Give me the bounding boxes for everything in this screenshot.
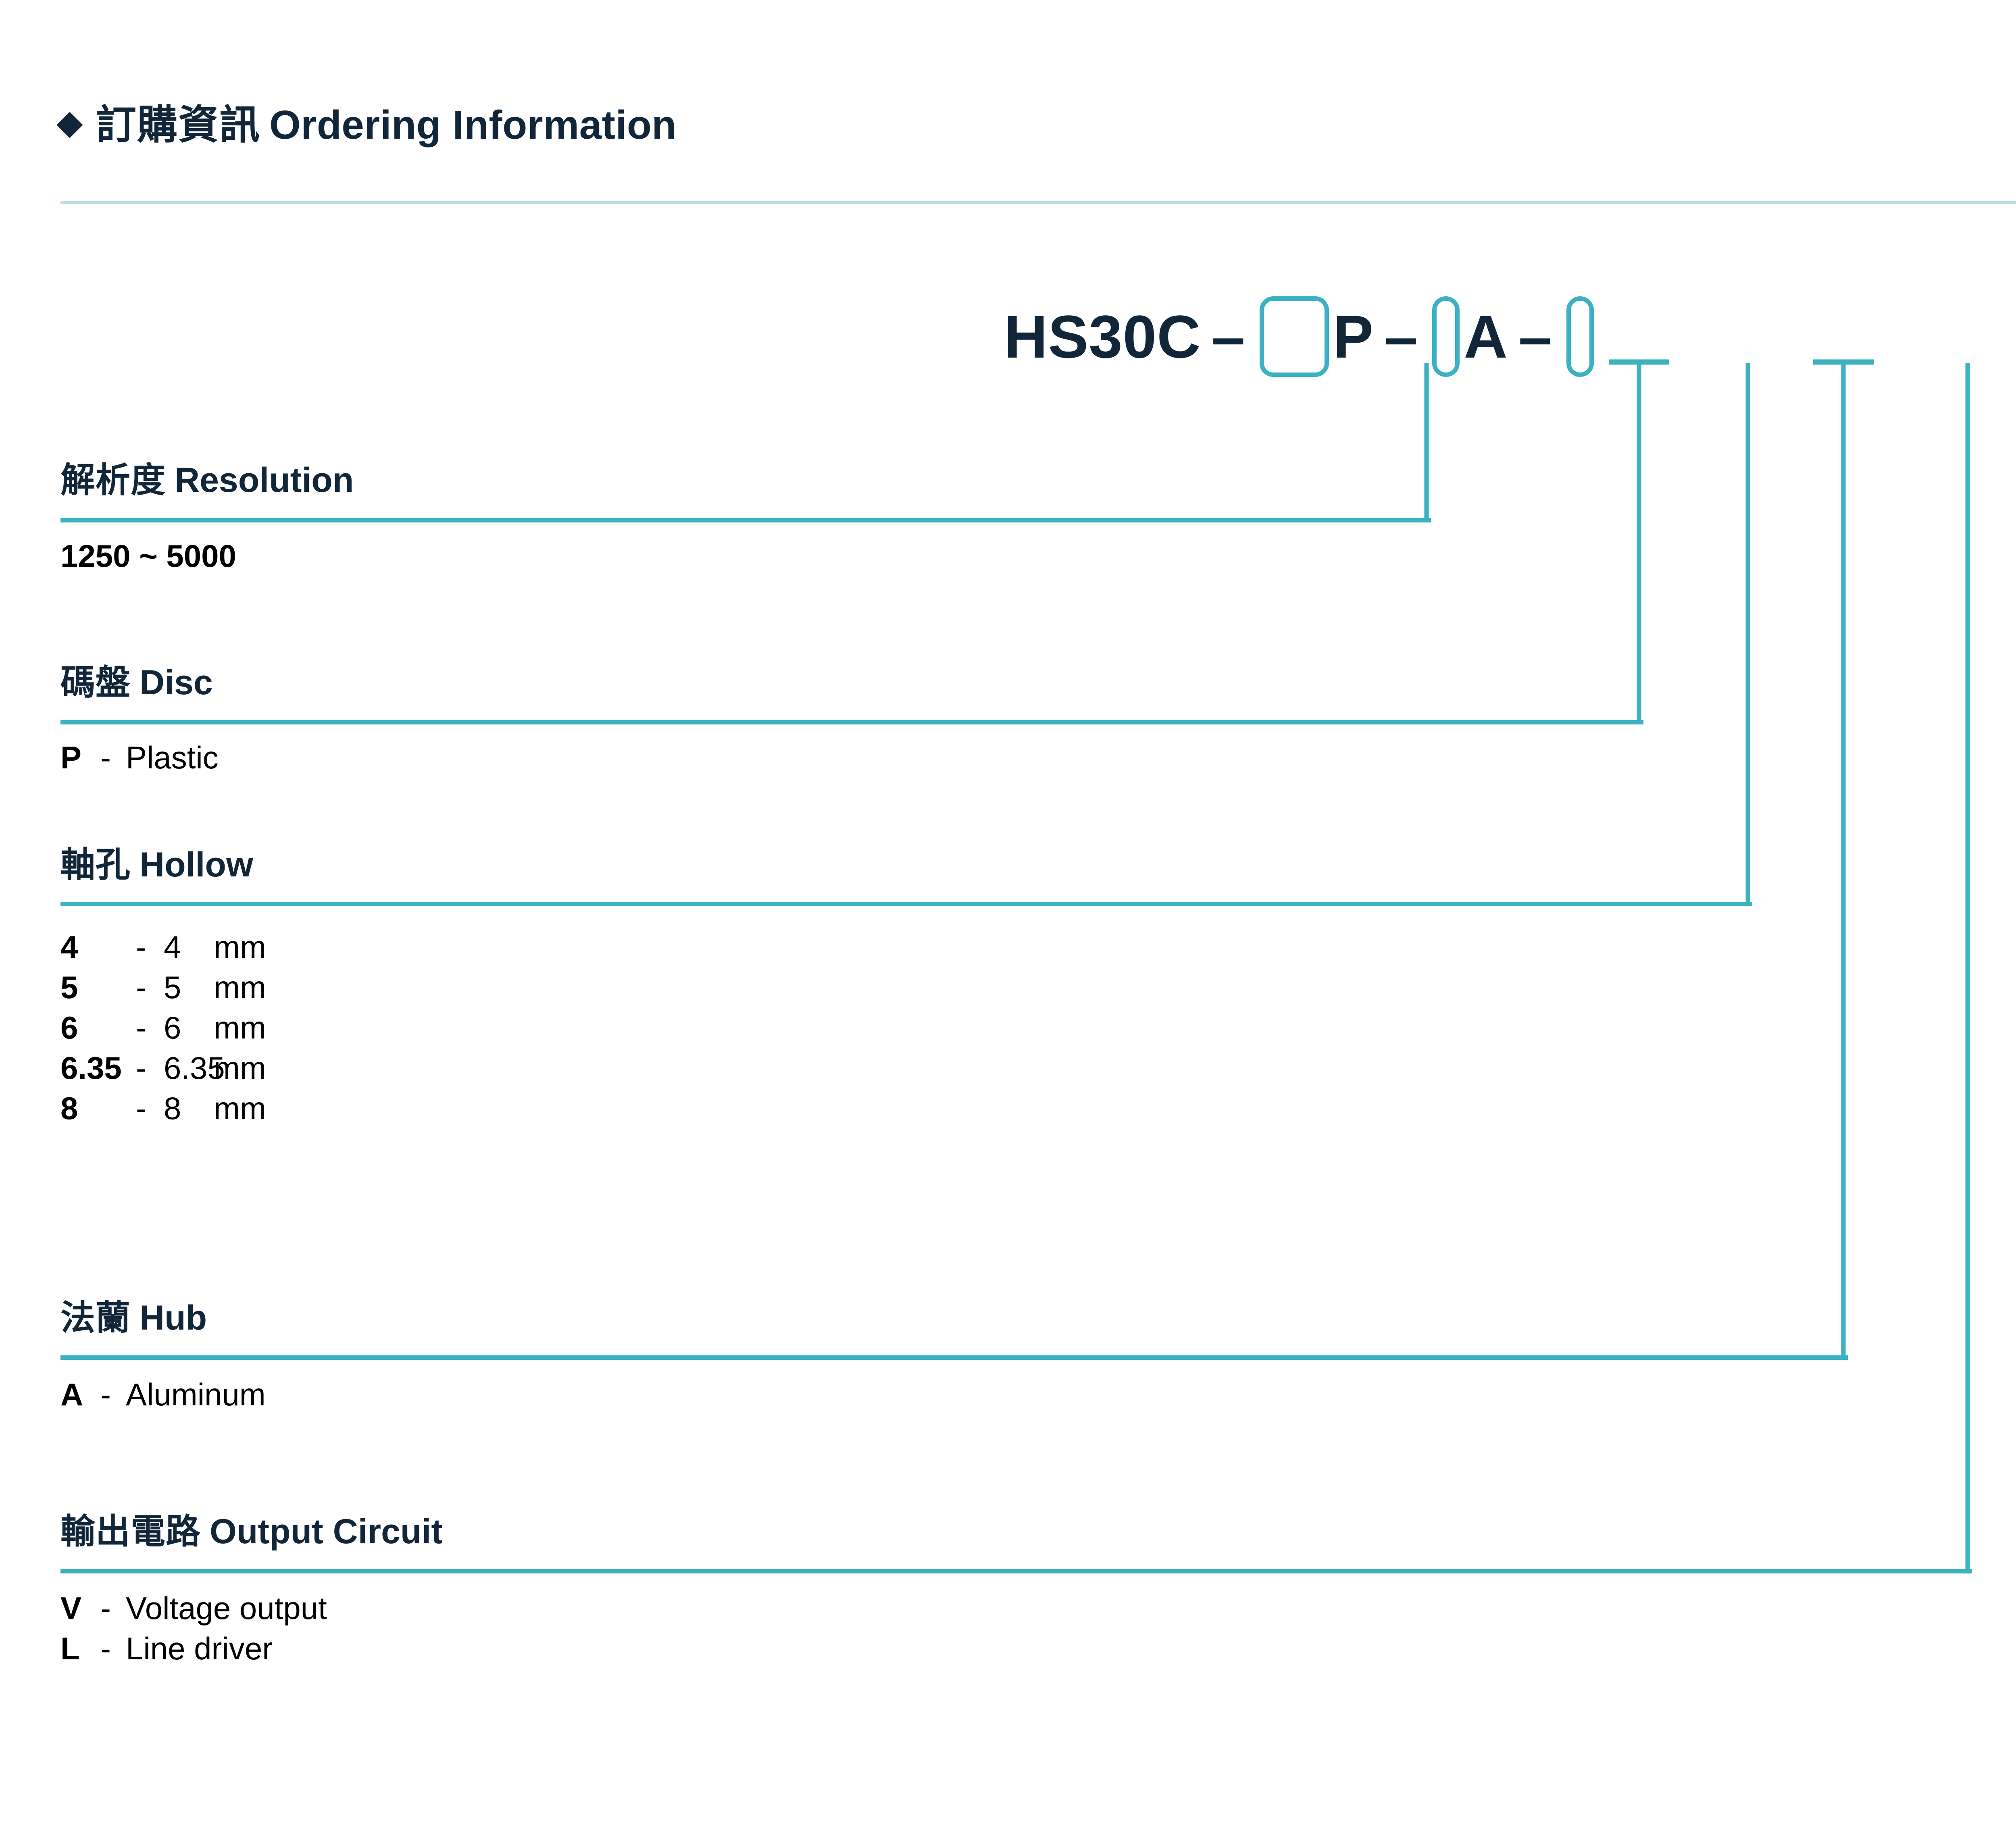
section-resolution-title-cn: 解析度	[60, 461, 166, 499]
option-code: A	[60, 1377, 83, 1412]
header-divider	[60, 201, 2016, 204]
part-number-dash-3: –	[1518, 303, 1552, 370]
option-dash: -	[136, 1010, 146, 1045]
option-description: Line driver	[126, 1631, 273, 1666]
option-description: Plastic	[126, 740, 219, 775]
section-output-title-en: Output Circuit	[210, 1512, 443, 1551]
section-rule-hollow	[60, 902, 1752, 906]
part-number-dash-2: –	[1384, 303, 1418, 370]
section-disc-title-cn: 碼盤	[60, 663, 131, 702]
option-dash: -	[136, 1090, 146, 1126]
option-unit: mm	[214, 1010, 266, 1045]
option-dash: -	[100, 1631, 111, 1666]
part-number-diagram: HS30C – P – A –	[1004, 282, 1598, 391]
option-dash: -	[100, 1377, 111, 1412]
list-item: A-Aluminum	[60, 1379, 266, 1419]
resolution-value: 1250 ~ 5000	[60, 538, 236, 574]
option-dash: -	[100, 740, 111, 775]
option-code: 6	[60, 1010, 78, 1045]
option-code: 4	[60, 929, 78, 965]
option-unit: mm	[214, 970, 266, 1005]
page-title-cn: 訂購資訊	[96, 102, 260, 148]
part-number-slot-output[interactable]	[1566, 296, 1594, 377]
option-value: 5	[164, 970, 181, 1005]
list-item: V-Voltage output	[60, 1592, 327, 1633]
diamond-bullet-icon	[56, 112, 83, 138]
option-value: 8	[164, 1090, 181, 1126]
option-list-hub: A-Aluminum	[60, 1379, 266, 1419]
part-number-disc-code: P	[1333, 303, 1374, 370]
section-disc-title-en: Disc	[140, 663, 213, 702]
option-dash: -	[136, 970, 146, 1005]
section-hub-title-cn: 法蘭	[60, 1299, 131, 1337]
option-unit: mm	[214, 1050, 266, 1086]
list-item: L-Line driver	[60, 1633, 327, 1673]
option-code: 5	[60, 970, 78, 1005]
option-unit: mm	[214, 929, 266, 965]
option-description: Aluminum	[126, 1377, 266, 1412]
section-rule-hub	[60, 1355, 1848, 1360]
section-hollow-title-en: Hollow	[140, 845, 253, 884]
section-rule-output	[60, 1569, 1972, 1573]
option-code: P	[60, 740, 82, 775]
list-item: P-Plastic	[60, 742, 219, 782]
section-rule-disc	[60, 720, 1643, 724]
page-header: 訂購資訊 Ordering Information	[56, 102, 677, 148]
section-output-title-cn: 輸出電路	[60, 1512, 201, 1551]
option-value: 4	[164, 929, 181, 965]
option-code: 6.35	[60, 1050, 122, 1086]
option-dash: -	[136, 1050, 146, 1086]
part-number-slot-resolution[interactable]	[1259, 296, 1329, 377]
option-value: 6.35	[164, 1050, 225, 1086]
option-code: V	[60, 1590, 82, 1626]
option-unit: mm	[214, 1090, 266, 1126]
section-hub-title-en: Hub	[140, 1299, 207, 1337]
section-resolution-title-en: Resolution	[175, 461, 354, 499]
option-code: 8	[60, 1090, 78, 1126]
part-number-hub-code: A	[1464, 303, 1508, 370]
section-hollow-title-cn: 軸孔	[60, 845, 131, 884]
option-dash: -	[136, 929, 146, 965]
option-dash: -	[100, 1590, 111, 1626]
option-code: L	[60, 1631, 80, 1666]
option-description: Voltage output	[126, 1590, 327, 1626]
part-number-dash-1: –	[1211, 303, 1245, 370]
page-title-en: Ordering Information	[269, 102, 677, 148]
option-list-disc: P-Plastic	[60, 742, 219, 782]
option-value: 6	[164, 1010, 181, 1045]
section-rule-resolution	[60, 518, 1431, 522]
part-number-slot-hollow[interactable]	[1432, 296, 1460, 377]
option-list-output: V-Voltage output L-Line driver	[60, 1592, 327, 1673]
part-number-base: HS30C	[1004, 303, 1201, 370]
